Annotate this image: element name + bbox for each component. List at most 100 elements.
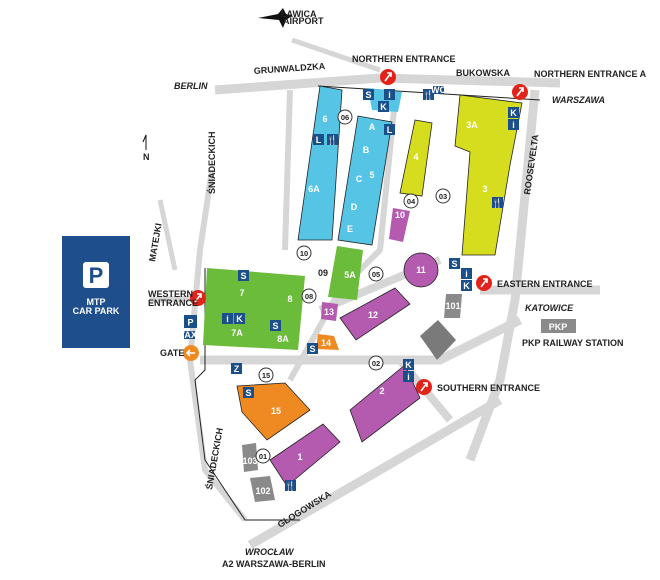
shop-icon: S — [449, 258, 460, 269]
road-grunwaldzka-bukowska — [214, 73, 561, 95]
cafe-icon: K — [461, 280, 472, 291]
road-to-airport — [291, 37, 381, 73]
svg-text:K: K — [510, 108, 517, 118]
svg-text:S: S — [365, 90, 371, 100]
svg-text:i: i — [226, 314, 229, 324]
svg-text:04: 04 — [407, 197, 416, 206]
gate-02: 02 — [368, 355, 384, 371]
hall-1[interactable] — [269, 423, 341, 487]
street-bukowska: BUKOWSKA — [456, 68, 510, 78]
hall-label: 7A — [231, 328, 243, 338]
hall-12[interactable] — [339, 287, 411, 341]
hall-label: 11 — [416, 265, 426, 275]
hall-4[interactable] — [399, 119, 433, 197]
building-grey — [420, 320, 456, 360]
cafe-icon: K — [378, 101, 389, 112]
z-icon: Z — [231, 363, 242, 374]
hall-label: 102 — [255, 486, 270, 496]
car-park-label: MTP — [87, 297, 106, 307]
northern-entrance-a-icon[interactable] — [512, 84, 528, 100]
hall-label: 14 — [321, 338, 331, 348]
compass-arrow-icon — [142, 134, 147, 150]
hall-label: C — [356, 174, 363, 184]
katowice-label: KATOWICE — [525, 303, 574, 313]
hall-13[interactable] — [321, 302, 338, 321]
svg-text:P: P — [187, 318, 193, 328]
western-entrance-label: WESTERN — [148, 289, 193, 299]
gate-08: 08 — [301, 288, 317, 304]
hall-label: 8A — [277, 334, 289, 344]
airplane-icon — [258, 8, 292, 28]
svg-text:06: 06 — [341, 113, 349, 122]
svg-text:L: L — [316, 135, 322, 145]
hall-14[interactable] — [316, 334, 339, 350]
restaurant-icon: 🍴 — [327, 134, 338, 146]
western-entrance-icon[interactable] — [190, 290, 206, 306]
hall-3-3a[interactable] — [454, 94, 523, 256]
building-103[interactable] — [242, 443, 258, 472]
svg-text:WC: WC — [431, 85, 446, 95]
svg-text:TAXI: TAXI — [180, 330, 200, 340]
lift-icon: L — [384, 124, 395, 135]
hall-label: 8 — [287, 294, 292, 304]
svg-text:S: S — [451, 259, 457, 269]
lift-icon: L — [313, 134, 324, 145]
hall-label: 4 — [413, 152, 418, 162]
hall-7-8[interactable] — [203, 268, 305, 350]
wroclaw-label: WROCŁAW — [245, 547, 295, 557]
hall-15[interactable] — [236, 382, 311, 441]
gate-15: 15 — [258, 367, 274, 383]
building-102[interactable] — [250, 476, 275, 502]
street-glogowska: GŁOGOWSKA — [276, 489, 333, 530]
hall-6[interactable] — [297, 85, 343, 241]
hall-label: 13 — [324, 307, 334, 317]
southern-entrance-icon[interactable] — [416, 379, 432, 395]
wc-icon: WC — [431, 85, 446, 95]
hall-10[interactable] — [389, 208, 410, 242]
hall-label: 6 — [322, 114, 327, 124]
hall-label: 7 — [239, 288, 244, 298]
hall-label: A — [369, 122, 376, 132]
hall-5[interactable] — [337, 115, 393, 246]
hall-label: 12 — [368, 310, 378, 320]
mtp-car-park[interactable]: P MTP CAR PARK — [62, 236, 130, 348]
svg-text:02: 02 — [372, 359, 380, 368]
hall-11[interactable] — [403, 252, 439, 288]
gate-icon[interactable] — [183, 345, 199, 361]
northern-entrance-icon[interactable] — [380, 69, 396, 85]
hall-2[interactable] — [349, 364, 421, 443]
svg-text:🍴: 🍴 — [423, 89, 434, 101]
airport-name: ŁAWICA — [281, 9, 317, 19]
gate-numbers: 06 03 04 10 05 08 02 15 01 — [255, 109, 451, 464]
svg-text:K: K — [463, 281, 470, 291]
svg-text:L: L — [387, 125, 393, 135]
svg-text:i: i — [388, 90, 391, 100]
airport-sub: AIRPORT — [283, 16, 324, 26]
taxi-icon: TAXI — [180, 330, 200, 340]
hall-5a[interactable] — [328, 246, 363, 300]
hall-label: 09 — [318, 268, 328, 278]
street-matejki: MATEJKI — [147, 222, 164, 262]
gate-10: 10 — [296, 245, 312, 261]
svg-text:🍴: 🍴 — [285, 480, 296, 492]
pkp-station[interactable]: PKP PKP RAILWAY STATION — [522, 319, 624, 348]
svg-text:i: i — [512, 120, 515, 130]
building-101[interactable] — [444, 294, 462, 318]
shop-icon: S — [270, 320, 281, 331]
cafe-icon: K — [508, 107, 519, 118]
hall-label: 1 — [297, 452, 302, 462]
site-boundary — [194, 268, 300, 521]
hall-label: 2 — [379, 386, 384, 396]
hall-label: 5 — [369, 170, 374, 180]
svg-text:S: S — [245, 388, 251, 398]
eastern-entrance-label: EASTERN ENTRANCE — [497, 279, 593, 289]
svg-text:🍴: 🍴 — [492, 197, 503, 209]
parking-letter: P — [89, 263, 104, 288]
eastern-entrance-icon[interactable] — [476, 275, 492, 291]
restaurant-icon: 🍴 — [423, 89, 434, 101]
street-sniadeckich: ŚNIADECKICH — [206, 131, 217, 194]
berlin-label: BERLIN — [174, 81, 208, 91]
shop-icon: S — [238, 270, 249, 281]
svg-text:K: K — [405, 360, 412, 370]
